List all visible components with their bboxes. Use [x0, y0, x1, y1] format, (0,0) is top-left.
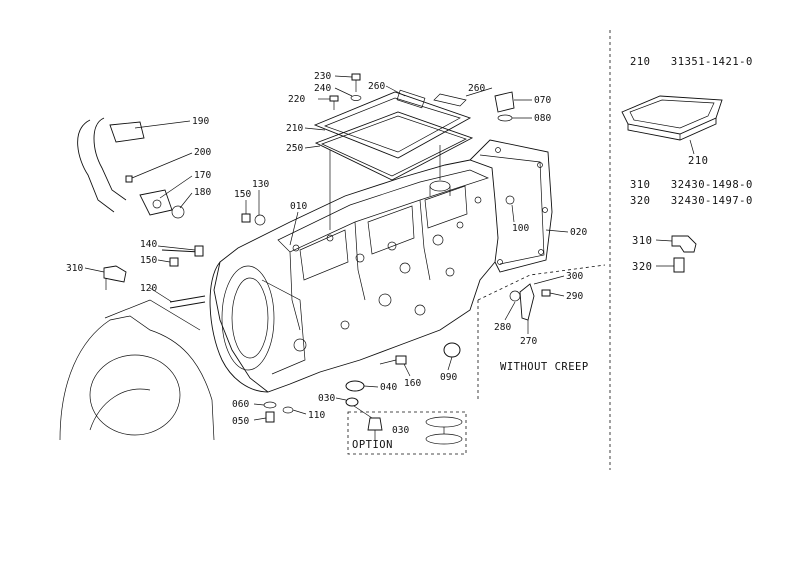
transmission-case [209, 139, 553, 393]
callout-140: 140 [140, 239, 157, 250]
callout-150a: 150 [234, 189, 251, 200]
callout-180: 180 [194, 187, 211, 198]
callout-240: 240 [314, 83, 331, 94]
leader-lines [84, 75, 569, 421]
callout-120: 120 [140, 283, 157, 294]
option-label: OPTION [352, 439, 393, 451]
callout-090: 090 [440, 372, 457, 383]
cover-plate [313, 73, 474, 181]
callout-030a: 030 [318, 393, 335, 404]
small-parts [103, 175, 551, 423]
callout-290: 290 [566, 291, 583, 302]
nipple-320-drawing [656, 257, 685, 273]
callout-300: 300 [566, 271, 583, 282]
callout-270: 270 [520, 336, 537, 347]
callout-250: 250 [286, 143, 303, 154]
option-parts [367, 416, 463, 445]
callout-050: 050 [232, 416, 249, 427]
part-number-320: 320 32430-1497-0 [630, 195, 753, 207]
callout-160: 160 [404, 378, 421, 389]
callout-310: 310 [66, 263, 83, 274]
callout-220: 220 [288, 94, 305, 105]
part-number-310: 310 32430-1498-0 [630, 179, 753, 191]
callout-150b: 150 [140, 255, 157, 266]
part-number-210: 210 31351-1421-0 [630, 56, 753, 68]
callout-200: 200 [194, 147, 211, 158]
callout-110: 110 [308, 410, 325, 421]
callout-060: 060 [232, 399, 249, 410]
callout-170: 170 [194, 170, 211, 181]
inset-320: 320 [632, 261, 652, 273]
engine-outline [59, 299, 215, 441]
inset-210: 210 [688, 155, 708, 167]
without-creep-label: WITHOUT CREEP [500, 361, 589, 373]
option-box [347, 411, 467, 455]
callout-080: 080 [534, 113, 551, 124]
callout-010: 010 [290, 201, 307, 212]
callout-070: 070 [534, 95, 551, 106]
cover-210-drawing [621, 95, 723, 155]
callout-280: 280 [494, 322, 511, 333]
callout-190: 190 [192, 116, 209, 127]
callout-260b: 260 [468, 83, 485, 94]
callout-030b: 030 [392, 425, 409, 436]
callout-260a: 260 [368, 81, 385, 92]
callout-130: 130 [252, 179, 269, 190]
inset-310: 310 [632, 235, 652, 247]
callout-numbers: 190 200 170 180 150 130 010 230 240 220 … [66, 71, 587, 436]
without-creep-bracket [477, 264, 606, 400]
filler-cap [494, 91, 515, 122]
callout-230: 230 [314, 71, 331, 82]
callout-100: 100 [512, 223, 529, 234]
suction-pipe [77, 117, 185, 219]
elbow-310-drawing [655, 235, 697, 253]
callout-040: 040 [380, 382, 397, 393]
right-panel: 210 31351-1421-0 210 310 32430-1498-0 32… [621, 56, 753, 273]
callout-210: 210 [286, 123, 303, 134]
callout-020: 020 [570, 227, 587, 238]
